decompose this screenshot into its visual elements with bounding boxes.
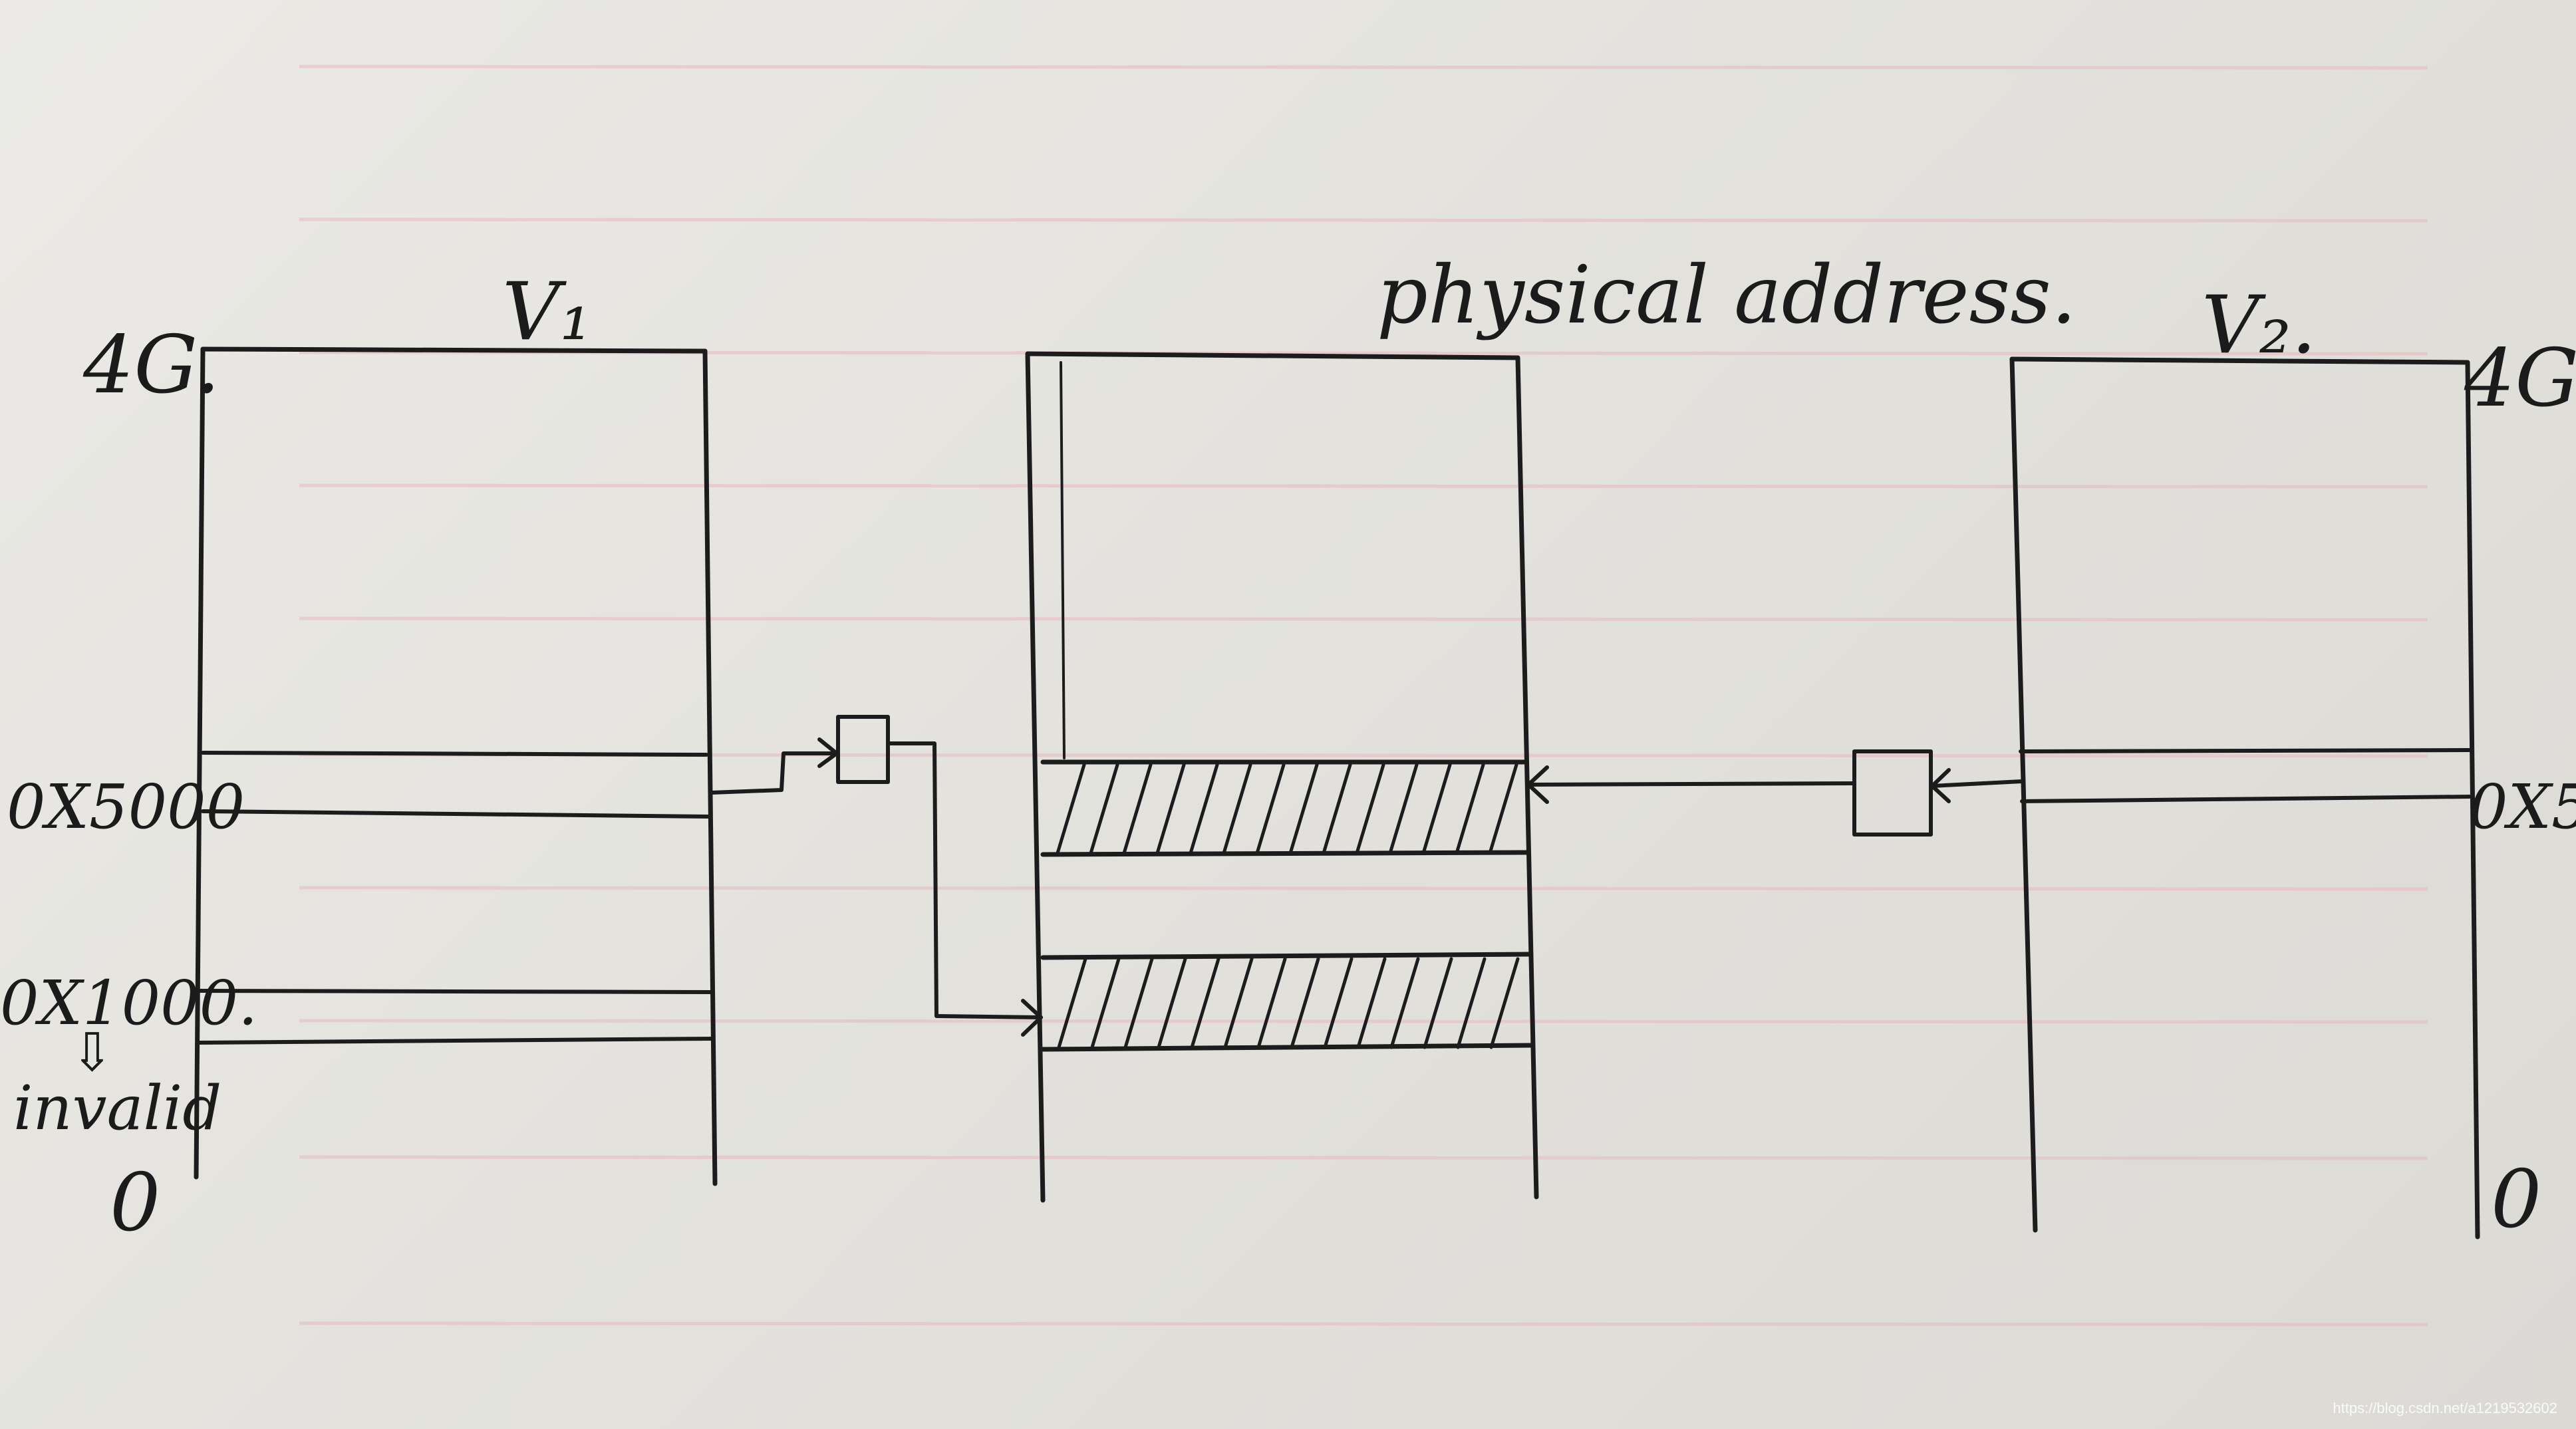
ruled-lines [299, 65, 2428, 1327]
physical-memory-block [1025, 351, 1539, 1203]
arrowhead [1930, 768, 1951, 803]
v1-marker-lower: 0X1000. [0, 968, 257, 1039]
v2-name: V₂. [2202, 279, 2317, 372]
v1-marker-lower-note: invalid [13, 1073, 221, 1144]
v2-page-table-entry [1852, 749, 1933, 837]
diagram-title: physical address. [1377, 249, 2076, 342]
v2-marker-upper: 0X500 [2469, 771, 2576, 843]
v1-top-label: 4G. [82, 319, 220, 412]
v1-page-table-entry [836, 715, 890, 784]
arrowhead [1021, 999, 1043, 1037]
v1-marker-upper: 0X5000 [7, 771, 245, 843]
physical-frame-shared [1056, 763, 1518, 855]
arrowhead [817, 737, 839, 768]
arrowhead [1526, 765, 1549, 804]
physical-frame-lower [1057, 957, 1520, 1049]
v2-bottom-label: 0 [2491, 1154, 2541, 1246]
v1-marker-lower-arrow: ⇩ [70, 1021, 114, 1083]
v1-mapping-path [710, 715, 1043, 1037]
v1-address-space [194, 346, 718, 1186]
watermark-text: https://blog.csdn.net/a1219532602 [2333, 1400, 2557, 1416]
v2-top-label: 4G. [2464, 332, 2576, 425]
v2-address-space [2009, 356, 2480, 1239]
v1-bottom-label: 0 [110, 1157, 160, 1249]
v2-mapping-path [1526, 749, 2024, 837]
v1-name: V₁ [502, 266, 592, 358]
